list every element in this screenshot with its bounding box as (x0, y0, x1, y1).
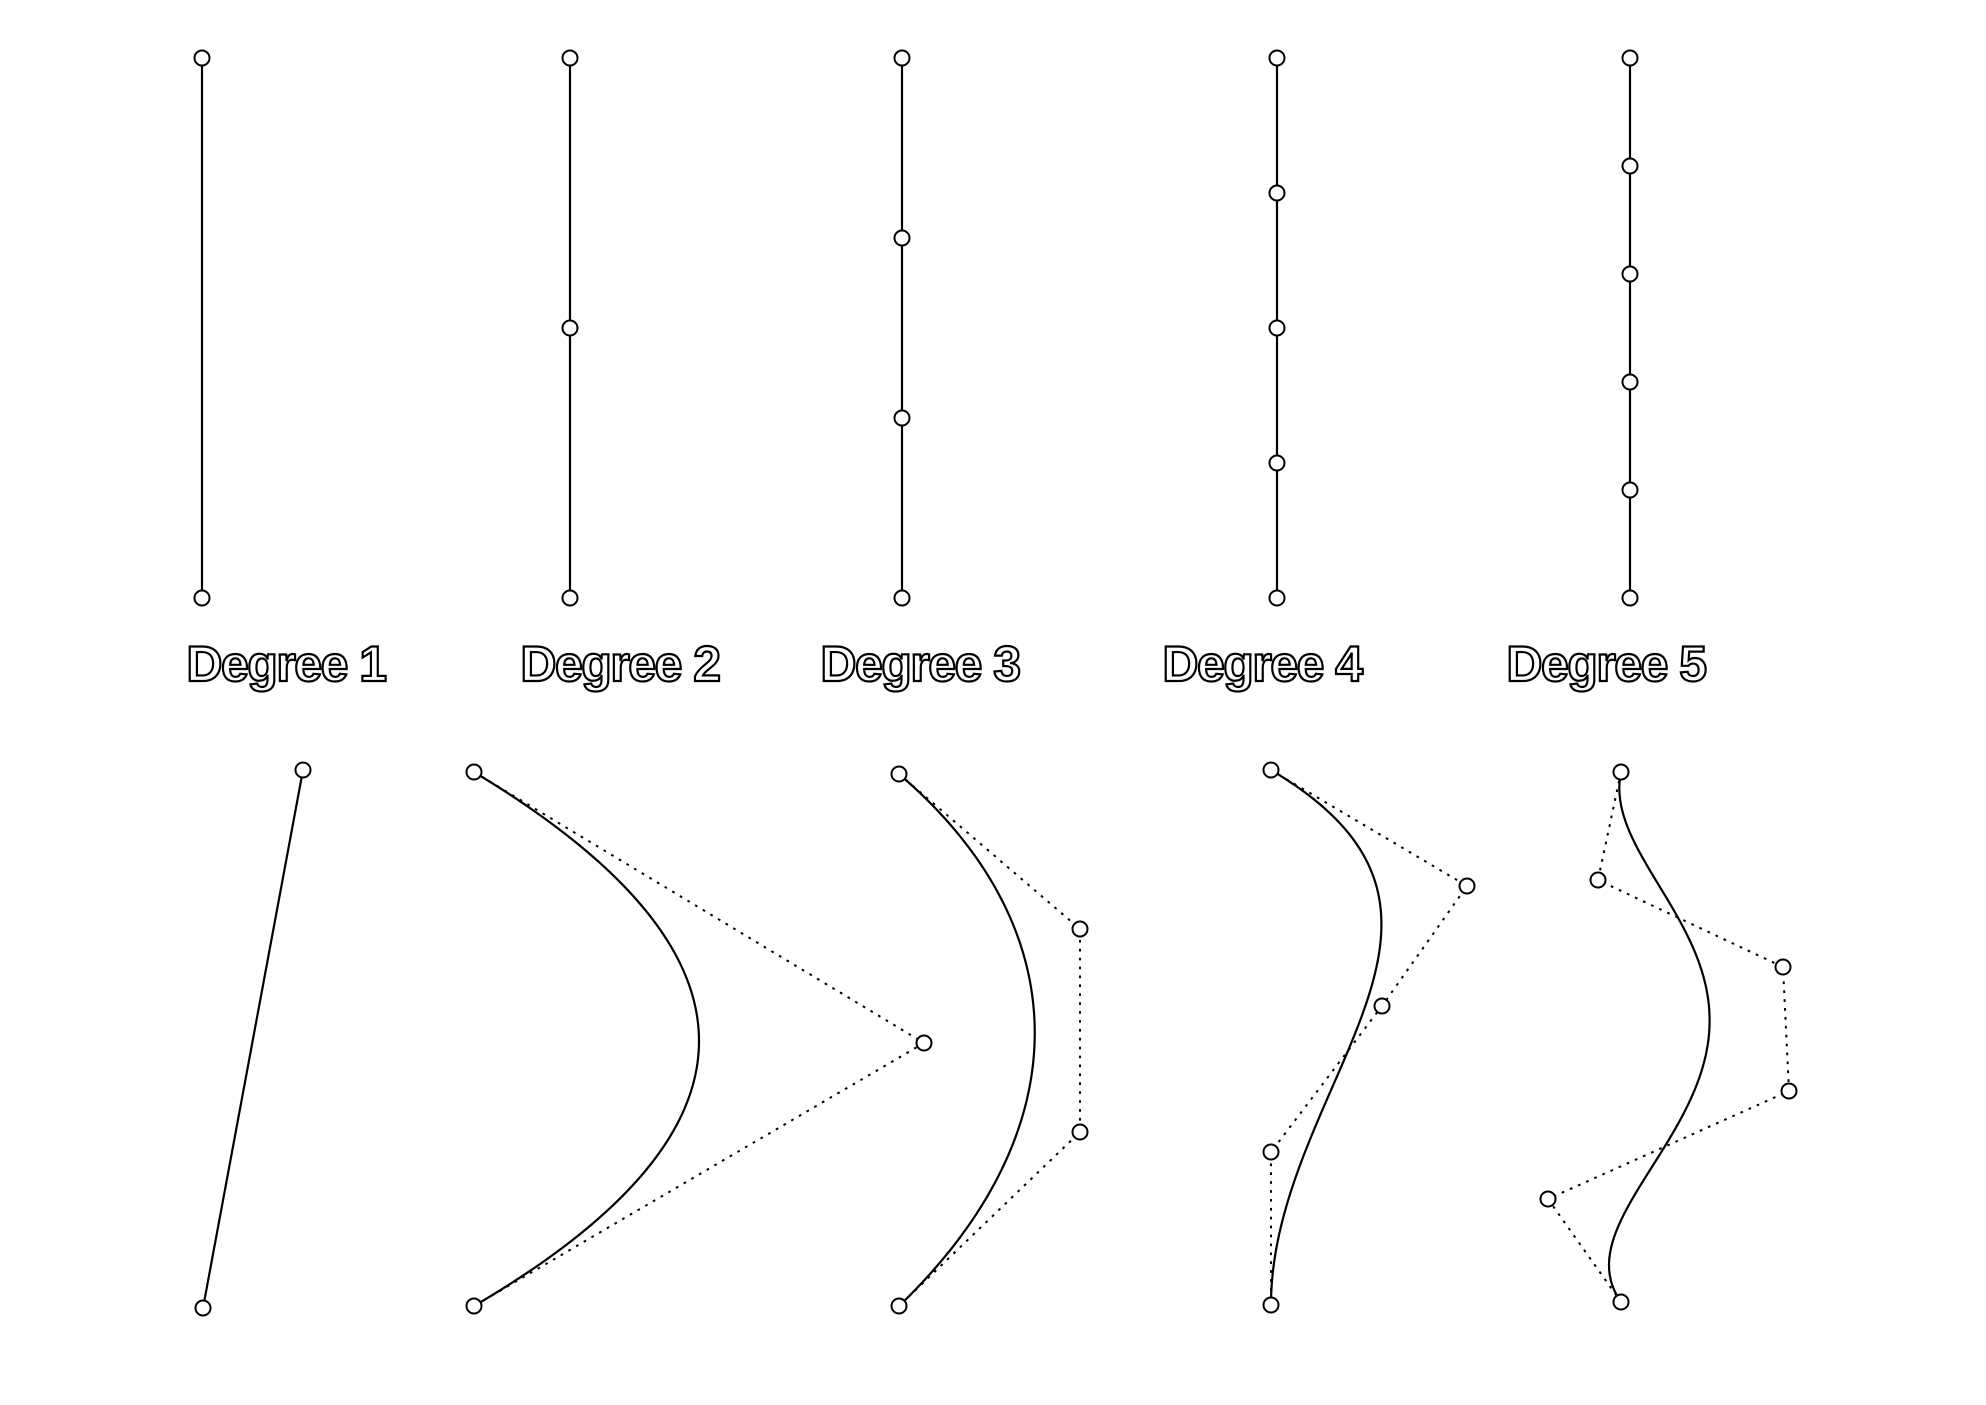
control-point (1621, 481, 1639, 499)
control-point (294, 761, 312, 779)
control-point (890, 765, 908, 783)
top-column-degree-3: Degree 3 (819, 49, 1022, 693)
control-point (1268, 184, 1286, 202)
bezier-panel-degree-1 (194, 761, 312, 1317)
control-point (1621, 49, 1639, 67)
bezier-curve (1269, 768, 1383, 1307)
bezier-curve (1607, 770, 1711, 1304)
control-point (1262, 1143, 1280, 1161)
top-column-degree-4: Degree 4 (1161, 49, 1366, 693)
control-polygon-dotted (1270, 769, 1469, 1305)
control-point (561, 49, 579, 67)
control-point (893, 229, 911, 247)
control-point (1612, 763, 1630, 781)
bezier-panel-degree-2 (465, 763, 933, 1315)
control-point (893, 49, 911, 67)
control-point (1612, 1293, 1630, 1311)
control-point (465, 1297, 483, 1315)
bezier-curve (897, 772, 1036, 1308)
control-point (893, 409, 911, 427)
control-point (1458, 877, 1476, 895)
top-column-degree-1: Degree 1 (185, 49, 389, 693)
control-point (890, 1297, 908, 1315)
control-point (1071, 920, 1089, 938)
control-polygon-dotted (1546, 771, 1791, 1303)
control-point (1268, 589, 1286, 607)
bezier-curve (201, 768, 305, 1310)
control-point (1268, 319, 1286, 337)
bezier-panel-degree-5 (1539, 763, 1798, 1311)
control-point (1373, 997, 1391, 1015)
control-point (1621, 589, 1639, 607)
control-point (1071, 1123, 1089, 1141)
top-column-degree-2: Degree 2 (519, 49, 722, 693)
control-point (1589, 871, 1607, 889)
degree-label: Degree 1 (186, 636, 386, 692)
control-point (193, 589, 211, 607)
control-point (1621, 157, 1639, 175)
control-point (1262, 1296, 1280, 1314)
control-point (561, 589, 579, 607)
degree-label: Degree 3 (820, 636, 1019, 692)
control-point (1621, 265, 1639, 283)
control-point (1774, 958, 1792, 976)
control-point (1539, 1190, 1557, 1208)
bezier-panel-degree-3 (890, 765, 1089, 1315)
control-point (465, 763, 483, 781)
control-point (1780, 1082, 1798, 1100)
control-point (194, 1299, 212, 1317)
control-point (893, 589, 911, 607)
control-point (561, 319, 579, 337)
degree-label: Degree 2 (520, 636, 719, 692)
bezier-panel-degree-4 (1262, 761, 1476, 1314)
control-point (1268, 49, 1286, 67)
top-column-degree-5: Degree 5 (1505, 49, 1709, 693)
control-point (193, 49, 211, 67)
degree-label: Degree 5 (1506, 636, 1706, 692)
bezier-curve (472, 770, 701, 1308)
control-point (1621, 373, 1639, 391)
control-polygon-dotted (898, 773, 1081, 1307)
control-point (915, 1034, 933, 1052)
control-point (1268, 454, 1286, 472)
control-point (1262, 761, 1280, 779)
degree-label: Degree 4 (1162, 636, 1363, 692)
